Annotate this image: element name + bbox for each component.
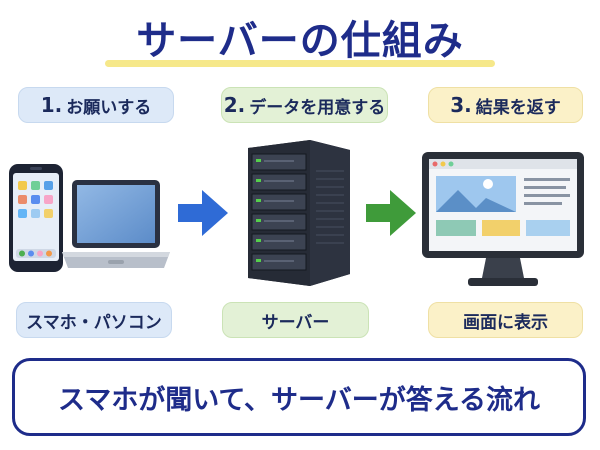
monitor-icon xyxy=(422,152,584,286)
step-2-pill: 2. データを用意する xyxy=(221,87,388,123)
display-label: 画面に表示 xyxy=(428,302,583,338)
arrow-right-icon xyxy=(366,190,416,236)
step-3-text: 結果を返す xyxy=(475,97,561,118)
step-2-number: 2. xyxy=(223,93,246,117)
smartphone-icon xyxy=(9,164,63,272)
step-1-number: 1. xyxy=(40,93,63,117)
summary-banner: スマホが聞いて、サーバーが答える流れ xyxy=(12,358,586,436)
step-1-text: お願いする xyxy=(66,97,152,118)
server-rack-icon xyxy=(248,140,350,286)
step-2-text: データを用意する xyxy=(249,97,386,118)
server-label: サーバー xyxy=(222,302,369,338)
step-1-pill: 1. お願いする xyxy=(18,87,174,123)
laptop-icon xyxy=(62,180,170,268)
title-underline xyxy=(105,60,495,67)
page-title: サーバーの仕組み xyxy=(136,18,464,64)
step-3-pill: 3. 結果を返す xyxy=(428,87,583,123)
arrow-right-icon xyxy=(178,190,228,236)
device-label: スマホ・パソコン xyxy=(16,302,172,338)
step-3-number: 3. xyxy=(450,93,472,117)
